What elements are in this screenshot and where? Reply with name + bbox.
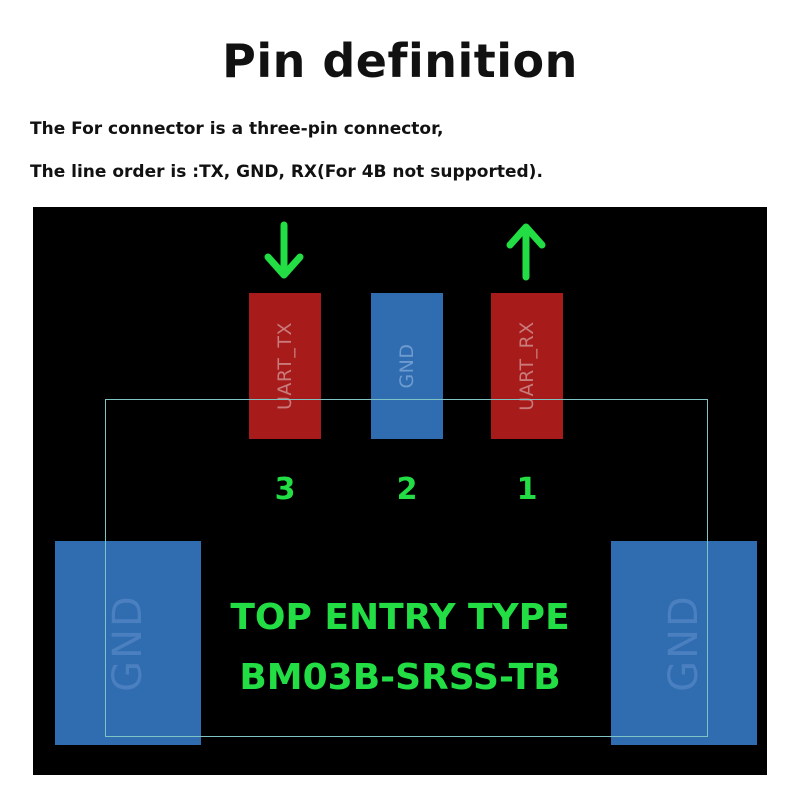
connector-type-label: TOP ENTRY TYPE bbox=[230, 597, 570, 638]
connector-outline bbox=[105, 399, 708, 737]
side-pad-right: GND bbox=[611, 541, 757, 745]
pin-1-label: UART_RX bbox=[516, 321, 538, 411]
pin-3-number: 3 bbox=[274, 472, 296, 507]
pin-3-label: UART_TX bbox=[274, 322, 296, 410]
pin-1-pad: UART_RX bbox=[491, 293, 563, 439]
side-pad-left: GND bbox=[55, 541, 201, 745]
pin-2-label: GND bbox=[396, 343, 418, 389]
pin-2-number: 2 bbox=[396, 472, 418, 507]
pin-3-pad: UART_TX bbox=[249, 293, 321, 439]
description-line-1: The For connector is a three-pin connect… bbox=[30, 119, 444, 139]
pin-2-pad: GND bbox=[371, 293, 443, 439]
up-arrow-icon bbox=[506, 223, 546, 281]
pcb-diagram: GND GND UART_TX GND UART_RX 3 2 1 TOP EN… bbox=[33, 207, 767, 775]
description-line-2: The line order is :TX, GND, RX(For 4B no… bbox=[30, 162, 543, 182]
pin-1-number: 1 bbox=[516, 472, 538, 507]
connector-part-number: BM03B-SRSS-TB bbox=[239, 657, 561, 698]
down-arrow-icon bbox=[264, 221, 304, 279]
page-title: Pin definition bbox=[222, 34, 578, 88]
